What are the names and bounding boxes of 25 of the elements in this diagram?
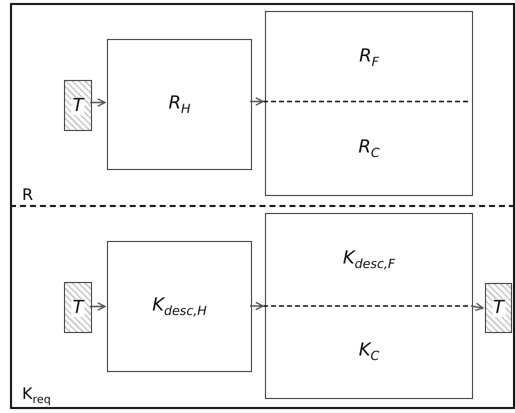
- symbol-label: R$_{H}$: [168, 94, 190, 116]
- symbol-label: K$_{desc,F}$: [342, 249, 396, 271]
- hatched-box: [485, 283, 512, 333]
- band-label: K$_{req}$: [22, 386, 51, 405]
- process-box: [107, 39, 252, 170]
- process-box: [107, 241, 252, 372]
- split-box: [265, 11, 473, 196]
- symbol-label: R$_{C}$: [358, 138, 380, 160]
- symbol-label: K$_{desc,H}$: [152, 296, 207, 318]
- arrow: [250, 97, 264, 106]
- arrow: [90, 302, 106, 311]
- hatched-box: [64, 282, 92, 333]
- arrow: [470, 302, 484, 312]
- symbol-label: T: [72, 298, 84, 316]
- symbol-label: R$_{F}$: [359, 47, 379, 68]
- band-label: R: [22, 187, 34, 203]
- arrow: [250, 302, 264, 310]
- symbol-label: K$_{C}$: [358, 341, 380, 363]
- hatched-box: [64, 80, 92, 131]
- symbol-label: T: [492, 299, 505, 317]
- split-box: [265, 213, 473, 399]
- arrow: [90, 98, 106, 107]
- band-panel: [10, 3, 515, 207]
- symbol-label: T: [72, 96, 84, 114]
- band-panel: [10, 207, 515, 409]
